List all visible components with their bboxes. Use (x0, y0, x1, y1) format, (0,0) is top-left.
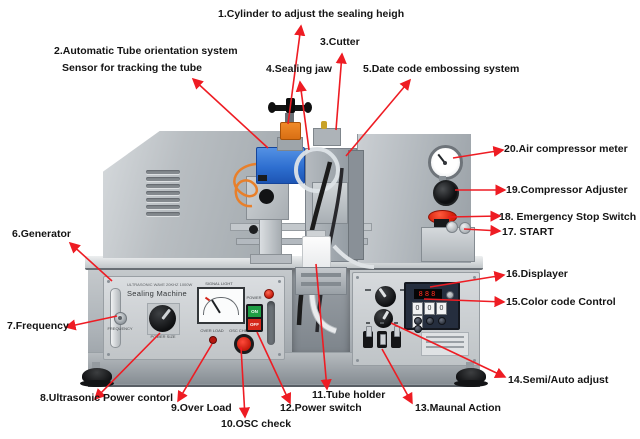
column-base (250, 254, 292, 264)
rocker-off: OFF (248, 319, 261, 330)
bracket-hole (259, 189, 274, 204)
callout-label-3: 3.Cutter (320, 36, 360, 48)
toggle-switch-1 (363, 322, 373, 348)
control-panel: 888 0 0 0 0 (352, 272, 480, 366)
callout-label-18: 18. Emergency Stop Switch (499, 211, 637, 223)
manual-knob (374, 309, 393, 328)
led-readout: 888 (414, 289, 442, 299)
callout-label-5: 5.Date code embossing system (363, 63, 520, 75)
display-buttons (414, 317, 458, 333)
callout-label-7: 7.Frequency (7, 320, 69, 332)
date-code-plate (348, 150, 364, 260)
osc-check-button (234, 334, 254, 354)
callout-label-17: 17. START (502, 226, 554, 238)
spec-plate (421, 332, 469, 356)
height-cylinder (280, 122, 301, 140)
vent-grille (146, 170, 182, 222)
frequency-label: FREQUENCY (107, 326, 133, 331)
power-lamp (264, 289, 274, 299)
sensor-port (258, 175, 267, 181)
handwheel-knob-left (268, 102, 276, 113)
holder-slide (295, 267, 347, 295)
panel-brand-line: ULTRASONIC WAVE 20KHZ 1000W (127, 282, 193, 287)
start-button (446, 221, 458, 233)
overload-label: OVER LOAD (200, 328, 224, 333)
callout-label-4: 4.Sealing jaw (266, 63, 332, 75)
rocker-on: ON (248, 306, 261, 317)
callout-label-20: 20.Air compressor meter (504, 143, 628, 155)
generator-panel: ULTRASONIC WAVE 20KHZ 1000W Sealing Mach… (103, 276, 285, 360)
handwheel-knob-right (304, 102, 312, 113)
panel-title: Sealing Machine (127, 289, 187, 298)
callout-label-10: 10.OSC check (221, 418, 292, 430)
semi-auto-knob (375, 286, 396, 307)
callout-label-2b: Sensor for tracking the tube (62, 62, 203, 74)
panel-side-slot (267, 301, 275, 345)
overload-led (209, 336, 217, 344)
column-clamp-knob (249, 225, 258, 234)
callout-label-14: 14.Semi/Auto adjust (508, 374, 609, 386)
callout-label-15: 15.Color code Control (506, 296, 616, 308)
cutter-assembly (313, 128, 341, 146)
machine-foot-left (80, 362, 116, 390)
power-knob (149, 305, 176, 332)
toggle-switch-2 (377, 322, 387, 348)
power-size-label: POWER SIZE (150, 334, 176, 339)
osc-check-label: OSC CHECK (229, 328, 253, 333)
frequency-connector (114, 312, 127, 325)
callout-label-12: 12.Power switch (280, 402, 362, 414)
callout-label-6: 6.Generator (12, 228, 71, 240)
gauge-stem (439, 176, 446, 181)
power-rocker-switch: ON OFF (246, 304, 263, 332)
emergency-stop-base (434, 219, 449, 228)
meter-label: SIGNAL LIGHT (205, 281, 233, 286)
callout-label-2: 2.Automatic Tube orientation system (54, 45, 238, 57)
cutter-fitting (321, 121, 327, 129)
callout-label-19: 19.Compressor Adjuster (506, 184, 628, 196)
temperature-display: 888 0 0 0 0 (404, 282, 460, 333)
start-button-2 (459, 222, 471, 234)
callout-label-1: 1.Cylinder to adjust the sealing heigh (218, 8, 405, 20)
analog-meter (197, 287, 245, 324)
machine-foot-right (452, 362, 488, 390)
power-switch-label: POWER (246, 295, 262, 300)
callout-label-9: 9.Over Load (171, 402, 232, 414)
callout-label-8: 8.Ultrasonic Power contorl (40, 392, 174, 404)
compressor-adjuster-knob (433, 180, 459, 206)
support-bar (230, 223, 372, 231)
callout-label-11: 11.Tube holder (312, 389, 386, 401)
callout-label-13: 13.Maunal Action (415, 402, 501, 414)
callout-label-16: 16.Displayer (506, 268, 568, 280)
